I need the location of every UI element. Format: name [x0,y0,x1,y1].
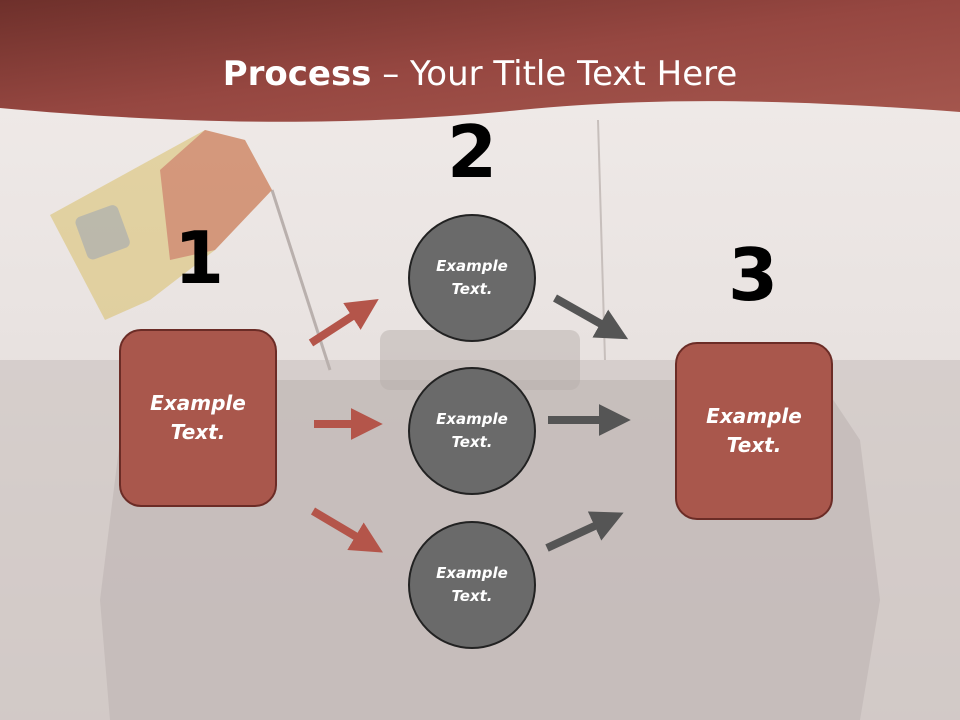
step-3-label: Example Text. [706,404,802,457]
slide-title: Process – Your Title Text Here [0,52,960,96]
step-2-circle-bottom[interactable]: Example Text. [408,521,536,649]
title-rest: – Your Title Text Here [371,54,738,94]
title-bold: Process [222,54,372,94]
step-number-1: 1 [173,216,225,300]
step-1-box[interactable]: Example Text. [119,329,277,507]
step-number-2: 2 [446,110,498,194]
step-2-circle-middle[interactable]: Example Text. [408,367,536,495]
step-2-circle-top[interactable]: Example Text. [408,214,536,342]
circle-label: Example Text. [436,257,508,298]
header-band [0,0,960,122]
step-3-box[interactable]: Example Text. [675,342,833,520]
circle-label: Example Text. [436,564,508,605]
step-number-3: 3 [727,233,779,317]
circle-label: Example Text. [436,410,508,451]
step-1-label: Example Text. [150,391,246,444]
